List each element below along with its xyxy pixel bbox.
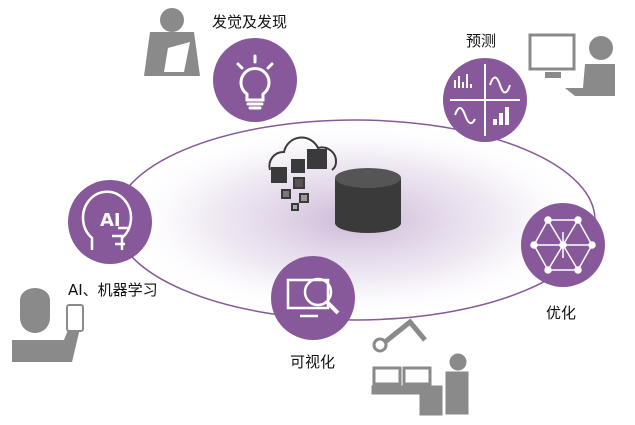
database-icon [335,168,401,233]
visualization-label: 可视化 [290,353,336,371]
prediction-chart-icon [450,64,520,136]
discovery-label: 发觉及发现 [212,13,288,31]
network-icon [530,216,596,274]
person-with-phone-icon [12,288,84,362]
prediction-label: 预测 [466,32,497,50]
visualization-node [271,256,355,340]
magnifier-chart-icon [286,277,340,318]
ai-badge-text: AI [100,210,121,231]
ai-head-icon [81,190,133,250]
cloud-icon [268,136,338,211]
person-at-computer-icon [528,33,615,96]
person-with-tablet-icon [144,8,200,76]
discovery-node [213,38,297,122]
lightbulb-icon [236,54,274,110]
optimization-label: 优化 [546,304,577,322]
factory-robot-worker-icon [371,318,469,416]
ai-ml-label: AI、机器学习 [68,281,158,299]
